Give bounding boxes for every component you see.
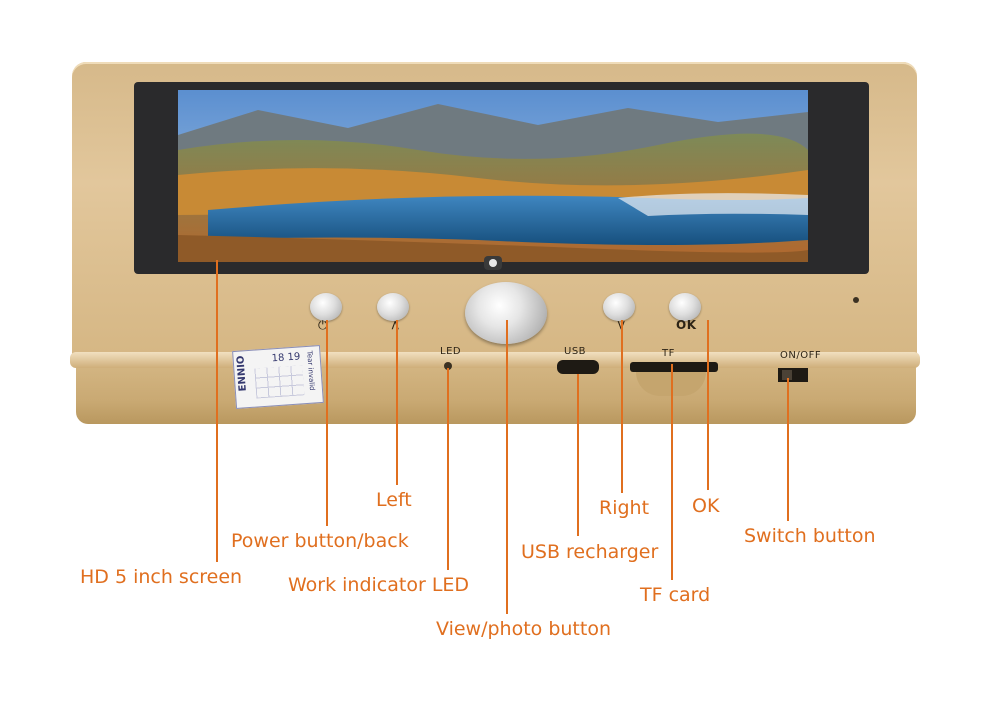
left-arrow-icon: < [387, 319, 403, 332]
ok-button[interactable] [669, 293, 701, 321]
sticker-side-text: Tear invalid [305, 350, 317, 391]
label-power-button: Power button/back [231, 530, 409, 552]
label-switch-button: Switch button [744, 525, 876, 547]
usb-engraving: USB [564, 346, 587, 357]
sticker-grid [254, 365, 305, 399]
mic-hole [853, 297, 859, 303]
leader-view [506, 320, 508, 614]
leader-power [326, 320, 328, 526]
power-icon: ⏻ [318, 318, 328, 332]
left-button[interactable] [377, 293, 409, 321]
label-ok: OK [692, 495, 720, 517]
tf-card-slot[interactable] [630, 362, 718, 372]
ok-engraving: OK [676, 318, 697, 332]
label-left: Left [376, 489, 412, 511]
leader-usb [577, 374, 579, 536]
camera-lens [484, 256, 502, 270]
landscape-image [178, 90, 808, 262]
warranty-sticker: ENNIO 18 19 Tear invalid [232, 345, 324, 409]
label-tf-card: TF card [640, 584, 711, 606]
usb-port[interactable] [557, 360, 599, 374]
label-view-photo: View/photo button [436, 618, 611, 640]
leader-ok [707, 320, 709, 490]
led-engraving: LED [440, 346, 462, 357]
switch-slot [778, 368, 808, 382]
hd-screen [178, 90, 808, 262]
leader-screen [216, 260, 218, 562]
leader-right [621, 320, 623, 493]
leader-tf [671, 364, 673, 580]
leader-switch [787, 378, 789, 521]
sticker-brand: ENNIO [235, 355, 249, 392]
sticker-numbers: 18 19 [271, 351, 301, 365]
work-indicator-led [444, 362, 452, 370]
label-usb-recharger: USB recharger [521, 541, 659, 563]
label-hd-screen: HD 5 inch screen [80, 566, 243, 588]
right-button[interactable] [603, 293, 635, 321]
leader-left [396, 320, 398, 485]
leader-led [447, 368, 449, 570]
power-button[interactable] [310, 293, 342, 321]
switch-toggle[interactable] [782, 370, 792, 380]
label-work-led: Work indicator LED [288, 574, 470, 596]
label-right: Right [599, 497, 650, 519]
tf-engraving: TF [662, 348, 675, 359]
onoff-engraving: ON/OFF [780, 350, 822, 361]
